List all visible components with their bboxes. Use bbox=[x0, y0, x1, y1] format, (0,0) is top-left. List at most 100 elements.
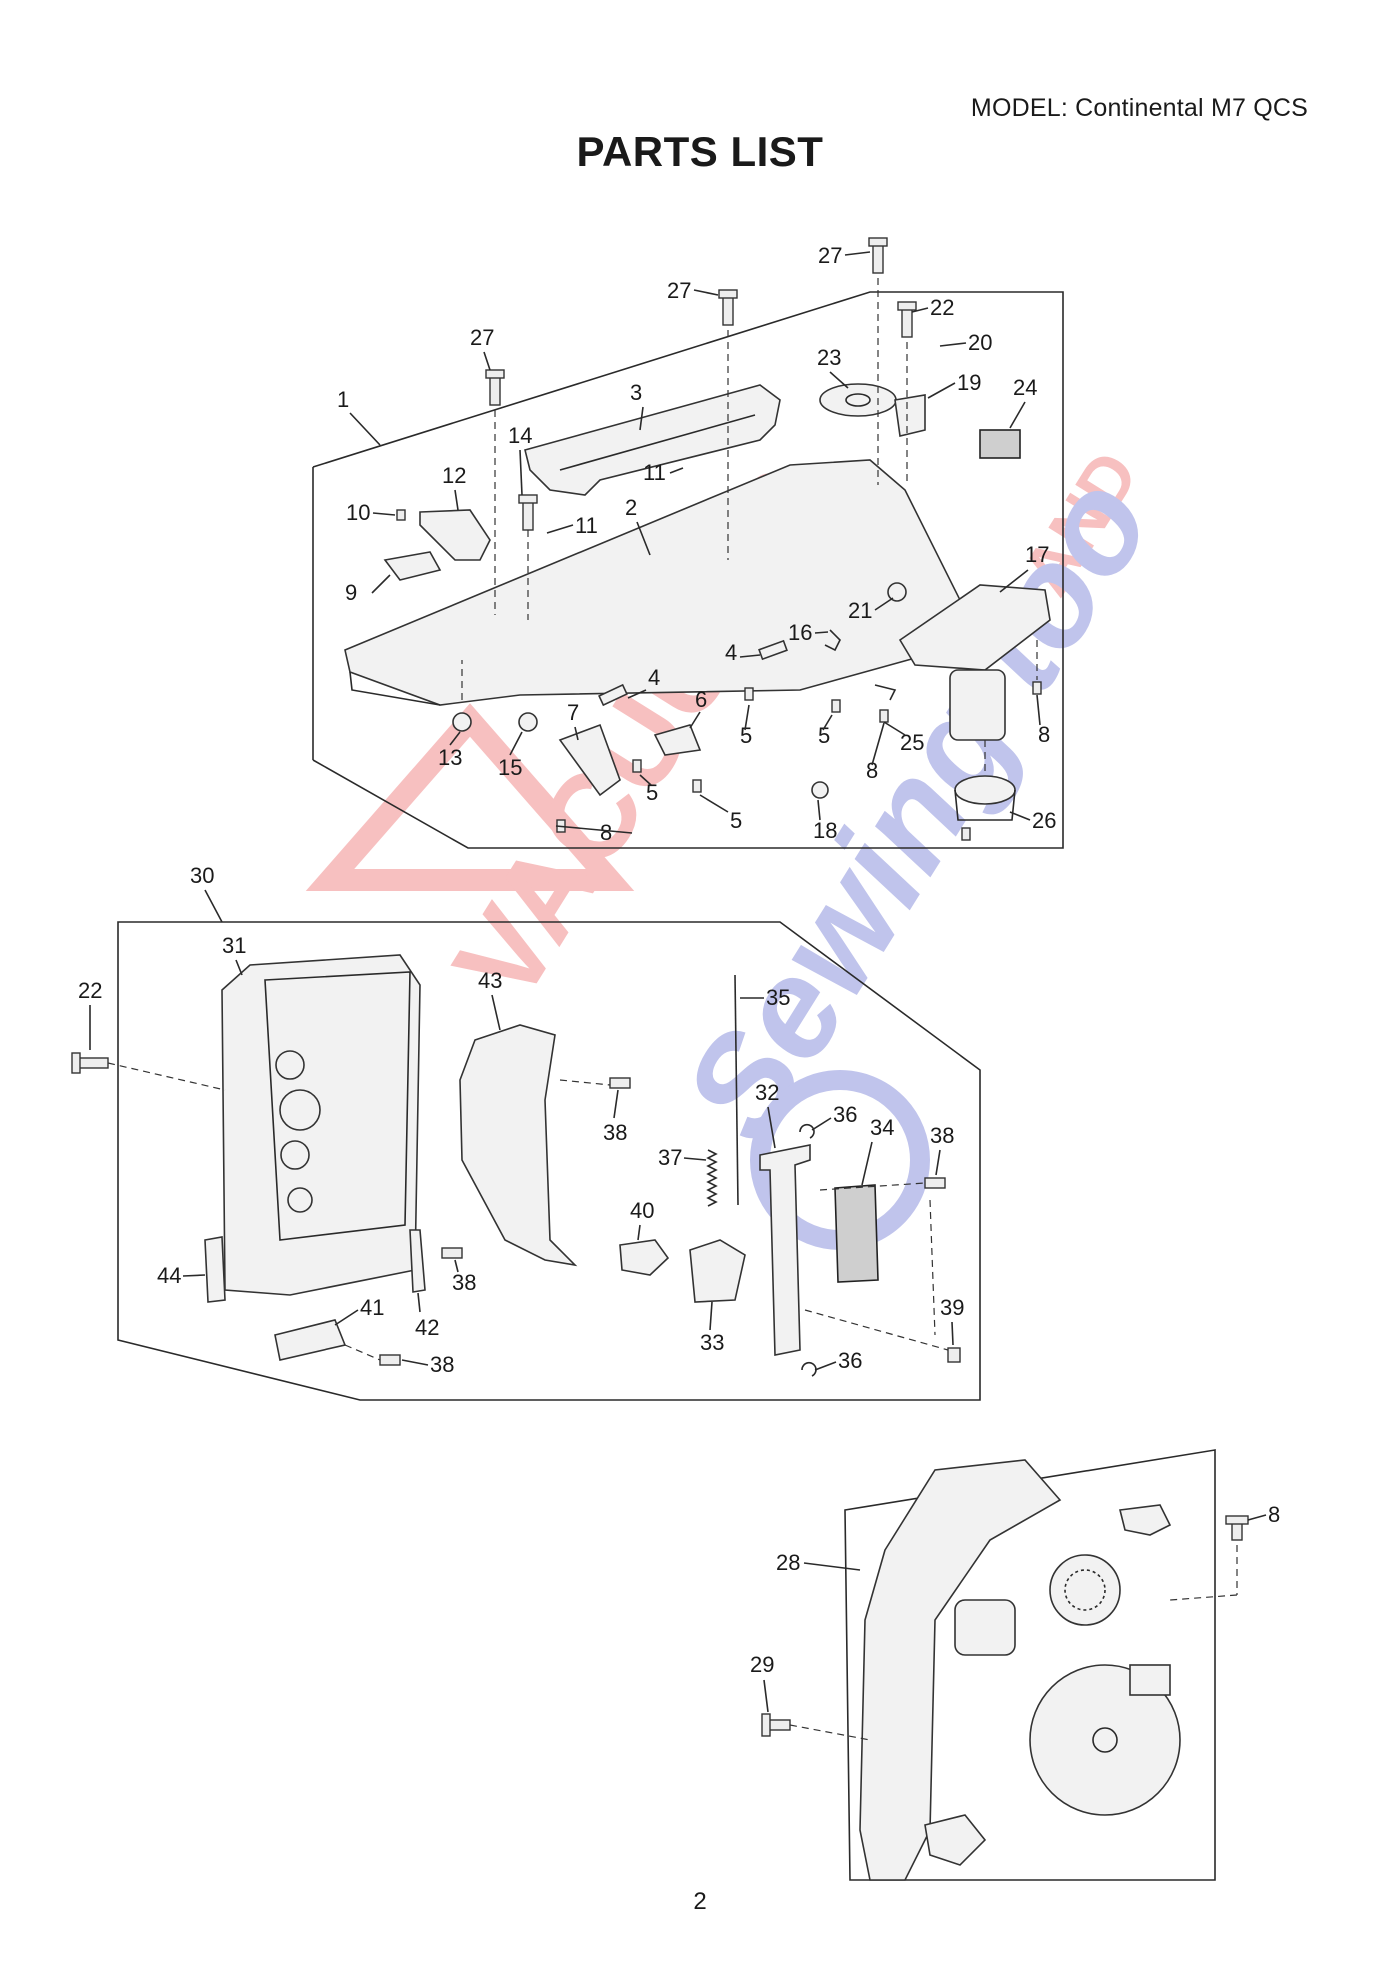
callout: 27 bbox=[470, 325, 494, 350]
callout: 5 bbox=[730, 808, 742, 833]
callout: 40 bbox=[630, 1198, 654, 1223]
knob bbox=[619, 1239, 670, 1276]
page-number: 2 bbox=[693, 1888, 707, 1915]
callout: 4 bbox=[725, 640, 737, 665]
callout: 27 bbox=[818, 243, 842, 268]
top-cover bbox=[344, 459, 982, 706]
callout: 5 bbox=[740, 723, 752, 748]
callout: 44 bbox=[157, 1263, 181, 1288]
callout: 33 bbox=[700, 1330, 724, 1355]
bottom-assembly bbox=[761, 1449, 1249, 1881]
housing bbox=[859, 1459, 1062, 1881]
inner-cover bbox=[459, 1024, 578, 1267]
callout: 5 bbox=[646, 780, 658, 805]
callout: 9 bbox=[345, 580, 357, 605]
callout: 38 bbox=[430, 1352, 454, 1377]
gear bbox=[1049, 1554, 1121, 1626]
linkage bbox=[1119, 1504, 1172, 1536]
spring-plate bbox=[653, 724, 702, 756]
switch bbox=[979, 429, 1021, 459]
wire-spring bbox=[824, 629, 841, 652]
callout: 22 bbox=[78, 978, 102, 1003]
side-cover bbox=[221, 954, 421, 1296]
callout: 14 bbox=[508, 423, 532, 448]
callout: 34 bbox=[870, 1115, 894, 1140]
callout: 3 bbox=[630, 380, 642, 405]
pin-b bbox=[758, 639, 788, 661]
e-ring-bottom bbox=[801, 1361, 817, 1377]
callout: 30 bbox=[190, 863, 214, 888]
callout: 41 bbox=[360, 1295, 384, 1320]
callout: 5 bbox=[818, 723, 830, 748]
callout: 8 bbox=[866, 758, 878, 783]
e-ring-top bbox=[799, 1123, 815, 1139]
page-title: PARTS LIST bbox=[576, 128, 824, 175]
callouts-top: 27 27 27 22 20 23 19 24 1 3 14 12 10 11 … bbox=[337, 243, 1056, 845]
bracket-plate bbox=[759, 1144, 811, 1356]
callout: 17 bbox=[1025, 542, 1049, 567]
callout: 38 bbox=[603, 1120, 627, 1145]
motor-disk bbox=[1029, 1664, 1181, 1816]
callouts-bottom: 28 8 29 bbox=[750, 1502, 1280, 1713]
model-label: MODEL: Continental M7 QCS bbox=[970, 94, 1308, 122]
callout: 43 bbox=[478, 968, 502, 993]
callout: 10 bbox=[346, 500, 370, 525]
carrying-handle bbox=[524, 384, 781, 496]
motor bbox=[949, 669, 1006, 741]
bushing bbox=[811, 781, 829, 799]
callout: 1 bbox=[337, 387, 349, 412]
callout: 35 bbox=[766, 985, 790, 1010]
lock-washer bbox=[452, 712, 472, 732]
callout: 39 bbox=[940, 1295, 964, 1320]
callouts-middle: 30 31 22 43 35 38 32 36 34 38 37 40 44 4… bbox=[78, 863, 964, 1377]
callout: 36 bbox=[838, 1348, 862, 1373]
callout: 11 bbox=[643, 460, 666, 485]
callout: 19 bbox=[957, 370, 981, 395]
callout: 31 bbox=[222, 933, 246, 958]
coil bbox=[954, 1599, 1016, 1656]
latch bbox=[558, 723, 621, 797]
pin-a bbox=[598, 683, 628, 707]
callout: 15 bbox=[498, 755, 522, 780]
callout: 22 bbox=[930, 295, 954, 320]
callout: 16 bbox=[788, 620, 812, 645]
clip-plate bbox=[274, 1319, 347, 1361]
callout: 37 bbox=[658, 1145, 682, 1170]
hex-nut bbox=[518, 712, 538, 732]
screws-middle bbox=[71, 1052, 961, 1366]
label-sticker bbox=[204, 1236, 226, 1303]
top-assembly bbox=[312, 237, 1064, 849]
clip bbox=[874, 684, 897, 701]
motor-bracket bbox=[898, 584, 1051, 671]
connector bbox=[1129, 1664, 1171, 1696]
callout: 23 bbox=[817, 345, 841, 370]
guide bbox=[894, 394, 926, 437]
callout: 6 bbox=[695, 687, 707, 712]
callout: 36 bbox=[833, 1102, 857, 1127]
slide-plate bbox=[689, 1239, 746, 1303]
callout: 21 bbox=[848, 598, 872, 623]
callout: 8 bbox=[600, 820, 612, 845]
hook bbox=[924, 1814, 987, 1866]
screws-top bbox=[396, 237, 1042, 841]
callout: 8 bbox=[1038, 722, 1050, 747]
nut-21 bbox=[887, 582, 907, 602]
callout: 38 bbox=[452, 1270, 476, 1295]
switch-block bbox=[834, 1184, 879, 1283]
callout: 8 bbox=[1268, 1502, 1280, 1527]
callout: 13 bbox=[438, 745, 462, 770]
callout: 28 bbox=[776, 1550, 800, 1575]
callout: 4 bbox=[648, 665, 660, 690]
callout: 24 bbox=[1013, 375, 1037, 400]
thread-guide bbox=[819, 383, 897, 417]
callout: 32 bbox=[755, 1080, 779, 1105]
callout: 20 bbox=[968, 330, 992, 355]
bracket bbox=[383, 551, 442, 581]
motor-can bbox=[954, 775, 1016, 805]
callout: 2 bbox=[625, 495, 637, 520]
spring-clip bbox=[409, 1229, 426, 1293]
callout: 27 bbox=[667, 278, 691, 303]
callout: 12 bbox=[442, 463, 466, 488]
callout: 29 bbox=[750, 1652, 774, 1677]
